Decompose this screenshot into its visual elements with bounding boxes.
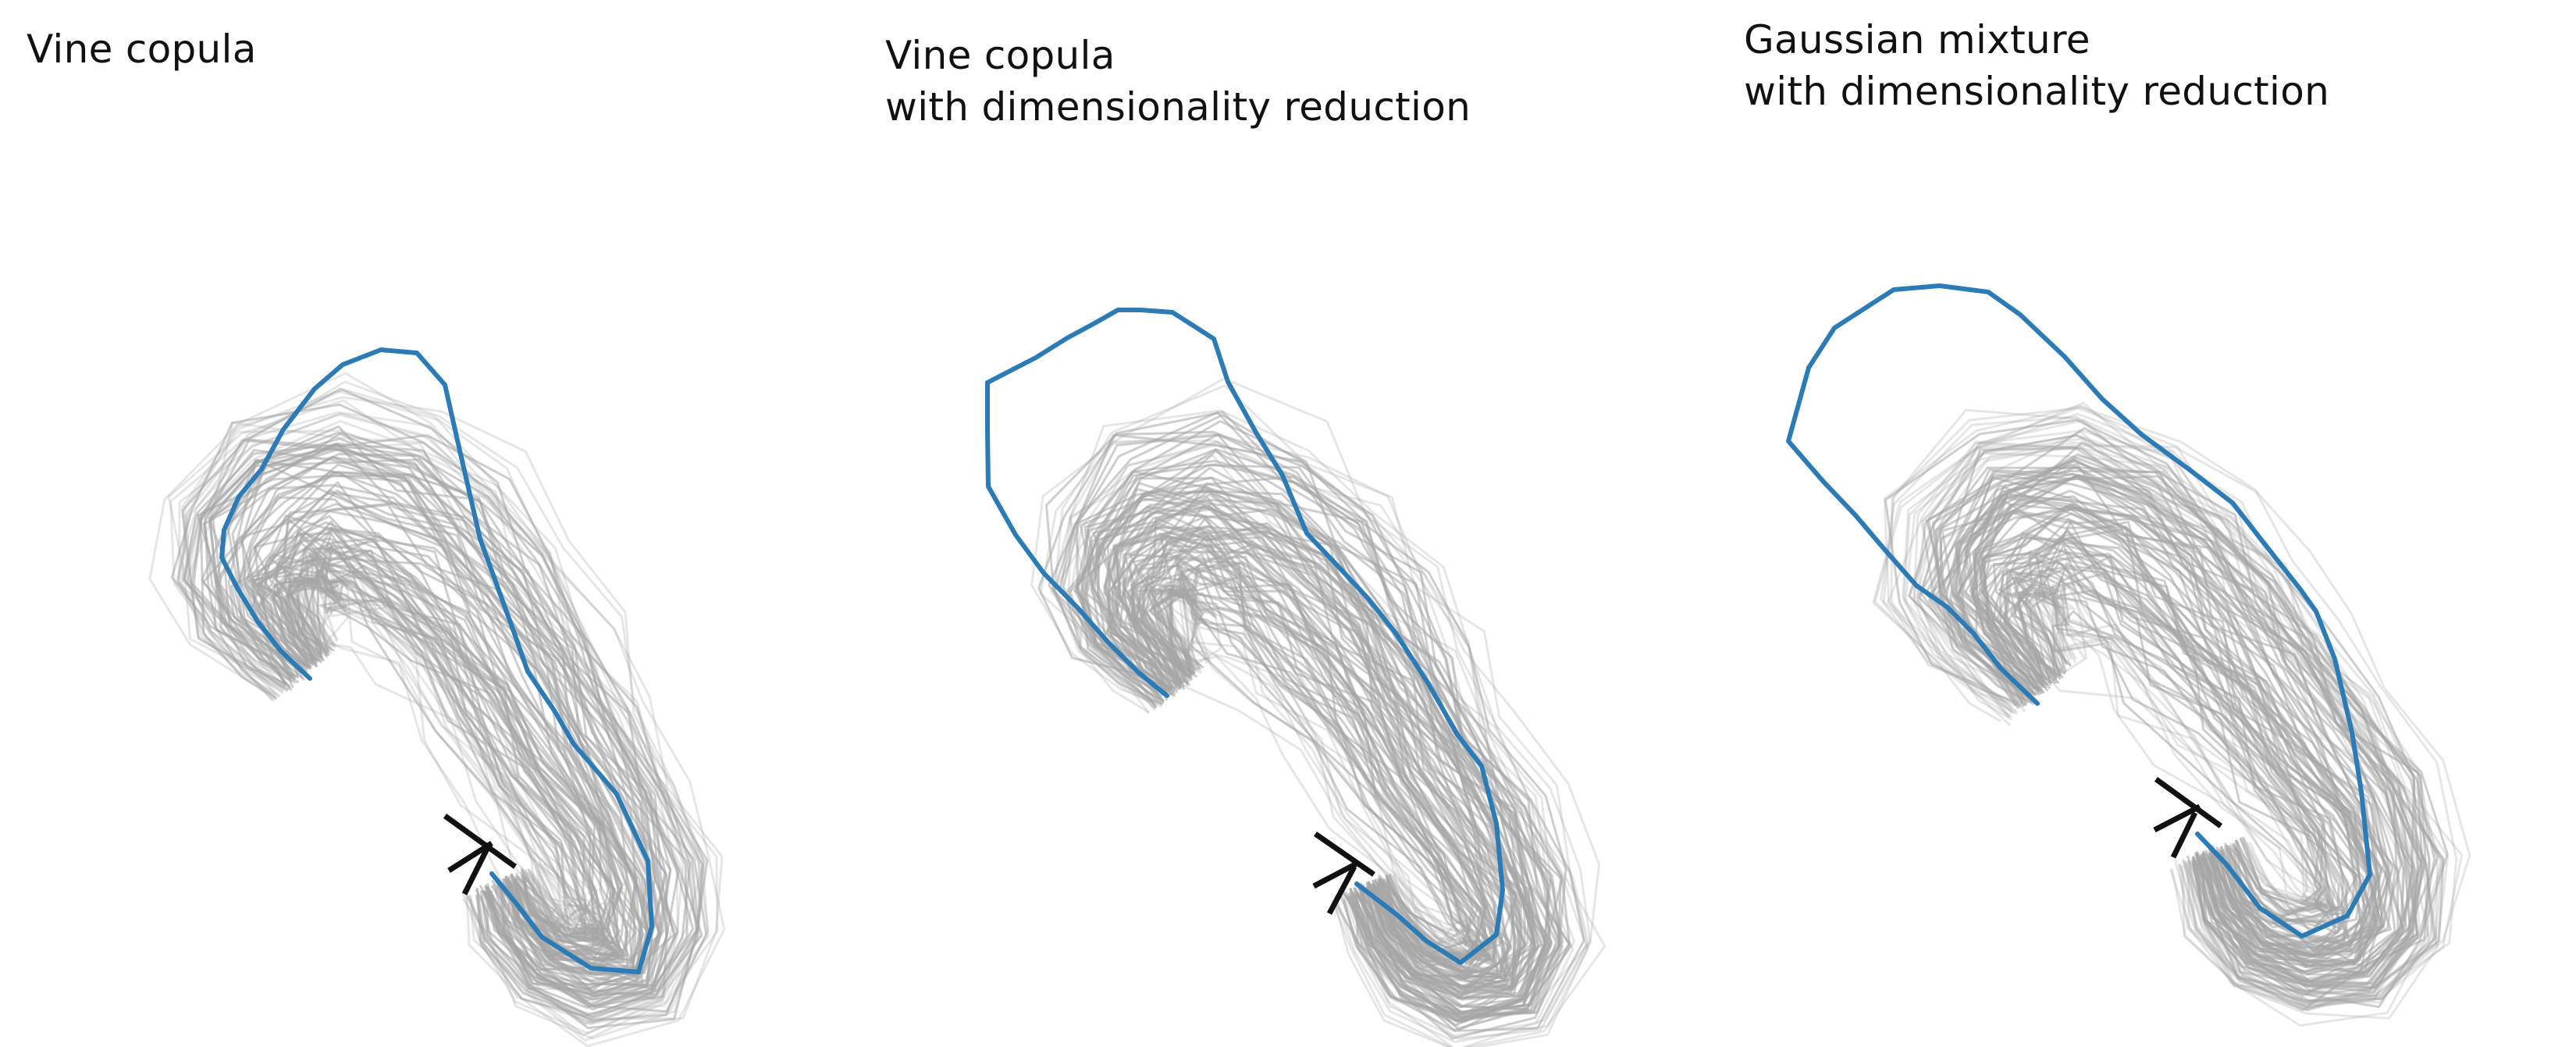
sample-curve [250, 529, 653, 987]
curve-bundle [1872, 401, 2471, 1027]
sample-curve [215, 458, 664, 990]
curve-plot [1786, 283, 2471, 1027]
panel-vine-copula-dimensionality-reduction: Vine copula with dimensionality reductio… [859, 0, 1717, 1047]
sample-curve [1924, 470, 2424, 996]
panel-vine-copula: Vine copula [0, 0, 859, 1047]
sample-curve [1902, 437, 2412, 998]
curve-plot [985, 308, 1606, 1047]
sample-curve [1112, 482, 1571, 1040]
sample-curve [1168, 589, 1493, 979]
sample-curve [1952, 477, 2391, 955]
highlighted-curve [985, 308, 1505, 965]
sample-curve [216, 443, 672, 1007]
sample-curve [1922, 444, 2471, 1006]
sample-curve [274, 515, 602, 937]
sample-curve [1928, 468, 2384, 973]
sample-curve [1092, 499, 1485, 965]
sample-curve [190, 437, 695, 1017]
sample-curve [2025, 537, 2334, 916]
sample-curve [247, 496, 615, 970]
anchor-marker-stroke [1312, 860, 1360, 889]
sample-curve [1929, 465, 2464, 1008]
sample-curve [1939, 459, 2412, 985]
sample-curve [1992, 536, 2372, 944]
sample-curve [272, 525, 628, 965]
sample-curve [1083, 450, 1547, 1008]
sample-curve [1904, 445, 2450, 1011]
sample-curve [222, 443, 699, 1019]
sample-curve [297, 537, 624, 951]
sample-curve [183, 474, 699, 1022]
sample-curve [1944, 484, 2381, 967]
sample-curve [186, 442, 701, 1042]
sample-curve [1981, 505, 2396, 983]
anchor-marker-stroke [443, 814, 518, 869]
sample-curve [1990, 530, 2328, 917]
anchor-marker-stroke [1326, 865, 1357, 915]
panel-title: Vine copula with dimensionality reductio… [885, 33, 1471, 130]
sample-curve [2031, 583, 2325, 910]
sample-curve [1931, 426, 2419, 1002]
anchor-marker [443, 814, 518, 896]
curve-plot [148, 347, 726, 1047]
sample-curve [178, 412, 726, 1047]
anchor-marker-stroke [1314, 832, 1375, 877]
sample-curve [1085, 499, 1553, 1009]
sample-curve [1065, 482, 1585, 1032]
sample-curve [2038, 585, 2350, 924]
sample-curve [1980, 518, 2378, 963]
sample-curve [260, 554, 621, 961]
anchor-marker-stroke [461, 846, 491, 896]
sample-curve [1941, 474, 2449, 1009]
sample-curve [1144, 586, 1522, 992]
highlighted-curve [219, 347, 654, 974]
sample-curve [1062, 411, 1564, 1018]
sample-curve [1882, 407, 2405, 996]
sample-curve [1920, 434, 2420, 996]
anchor-marker-stroke [2154, 777, 2223, 828]
sample-curve [167, 399, 674, 1025]
sample-curve [203, 434, 704, 1002]
panel-gaussian-mixture-dimensionality-reduction: Gaussian mixture with dimensionality red… [1717, 0, 2576, 1047]
sample-curve [181, 387, 669, 998]
sample-curve [180, 419, 706, 1024]
sample-curve [176, 390, 710, 1025]
anchor-marker-stroke [2153, 803, 2201, 833]
anchor-marker [1312, 832, 1375, 915]
sample-curve [1135, 545, 1507, 984]
sample-curve [1104, 506, 1536, 1001]
sample-curve [1880, 415, 2445, 1012]
sample-curve [1912, 440, 2442, 1004]
highlighted-curve [1786, 283, 2372, 938]
sample-curve [1999, 549, 2372, 956]
panel-title: Vine copula [27, 27, 257, 72]
sample-curve [1106, 448, 1567, 1013]
panel-title: Gaussian mixture with dimensionality red… [1744, 17, 2330, 114]
sample-curve [202, 453, 676, 1010]
sample-curve [1887, 418, 2416, 1006]
anchor-marker-stroke [2170, 811, 2198, 859]
sample-curve [1925, 469, 2424, 996]
sample-curve [1890, 408, 2431, 1012]
curve-bundle [148, 372, 726, 1047]
sample-curve [1150, 533, 1486, 952]
sample-curve [2013, 552, 2326, 918]
sample-curve [177, 413, 700, 1040]
sample-curve [1920, 447, 2426, 988]
sample-curve [1151, 561, 1496, 970]
sample-curve [1076, 475, 1564, 1016]
sample-curve [1039, 433, 1551, 1029]
sample-curve [301, 574, 624, 960]
curve-bundle [1030, 377, 1606, 1047]
sample-curve [2017, 582, 2382, 956]
anchor-marker [2153, 777, 2223, 859]
sample-curve [283, 550, 604, 938]
sample-curve [238, 456, 709, 1030]
sample-curve [204, 459, 650, 994]
